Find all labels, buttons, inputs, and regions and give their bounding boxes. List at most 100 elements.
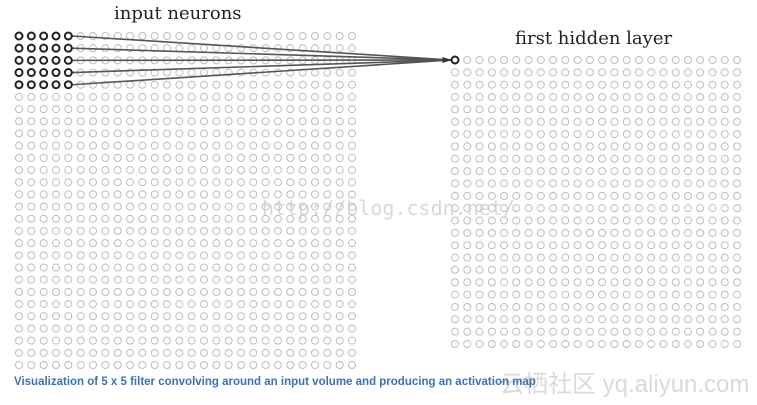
hidden-neuron [635,229,642,236]
input-neuron [114,118,121,125]
input-neuron [312,337,319,344]
input-neuron [312,362,319,369]
hidden-neuron [513,180,520,187]
input-neuron [238,179,245,186]
input-neuron [275,301,282,308]
input-neuron [238,33,245,40]
hidden-neuron [476,57,483,64]
receptive-field-neuron [40,81,47,88]
hidden-neuron [586,229,593,236]
hidden-neuron [525,217,532,224]
hidden-neuron [734,341,741,348]
input-neuron [77,288,84,295]
hidden-neuron [501,316,508,323]
hidden-neuron [537,328,544,335]
hidden-neuron [648,131,655,138]
hidden-neuron [537,254,544,261]
input-neuron [90,203,97,210]
input-neuron [127,179,134,186]
input-neuron [114,288,121,295]
hidden-neuron [513,328,520,335]
input-neuron [324,142,331,149]
hidden-neuron [709,242,716,249]
input-neuron [188,264,195,271]
input-neuron [188,325,195,332]
receptive-field-neuron [28,57,35,64]
hidden-neuron [550,81,557,88]
input-neuron [250,349,257,356]
input-neuron [275,142,282,149]
hidden-neuron [464,229,471,236]
input-neuron [225,349,232,356]
input-neuron [127,167,134,174]
input-neuron [16,106,23,113]
input-neuron [250,337,257,344]
hidden-neuron [586,143,593,150]
input-neuron [238,93,245,100]
hidden-neuron [709,217,716,224]
hidden-neuron [709,155,716,162]
input-neuron [287,33,294,40]
hidden-neuron [476,229,483,236]
hidden-neuron [648,106,655,113]
input-neuron [349,325,356,332]
input-neuron [324,313,331,320]
input-neuron [114,240,121,247]
hidden-neuron [672,57,679,64]
hidden-neuron [709,266,716,273]
input-neuron [176,264,183,271]
input-neuron [176,240,183,247]
input-neuron [139,337,146,344]
input-neuron [65,106,72,113]
hidden-neuron [660,291,667,298]
hidden-neuron [550,328,557,335]
hidden-neuron [599,94,606,101]
input-neuron [139,142,146,149]
input-neuron [213,215,220,222]
hidden-neuron [660,303,667,310]
input-neuron [238,81,245,88]
input-neuron [275,264,282,271]
input-neuron [262,252,269,259]
input-neuron [188,45,195,52]
input-neuron [90,179,97,186]
input-neuron [213,118,220,125]
input-neuron [201,313,208,320]
hidden-neuron [635,131,642,138]
input-neuron [188,276,195,283]
input-neuron [299,362,306,369]
input-neuron [312,179,319,186]
input-neuron [53,167,60,174]
hidden-neuron [611,81,618,88]
input-neuron [53,301,60,308]
hidden-neuron [734,229,741,236]
hidden-neuron [623,229,630,236]
input-neuron [275,288,282,295]
input-neuron [238,203,245,210]
hidden-neuron [611,229,618,236]
hidden-neuron [721,118,728,125]
hidden-neuron [599,155,606,162]
input-neuron [262,362,269,369]
hidden-neuron [525,168,532,175]
hidden-neuron [537,57,544,64]
hidden-neuron [734,131,741,138]
input-neuron [213,142,220,149]
hidden-neuron [574,242,581,249]
input-neuron [299,81,306,88]
input-neuron [164,203,171,210]
input-neuron [262,167,269,174]
hidden-neuron [660,192,667,199]
receptive-field-neuron [16,69,23,76]
input-neuron [77,142,84,149]
hidden-neuron [709,131,716,138]
input-neuron [262,301,269,308]
input-neuron [299,179,306,186]
input-neuron [114,362,121,369]
input-neuron [164,33,171,40]
input-neuron [213,191,220,198]
input-neuron [188,69,195,76]
hidden-neuron [599,69,606,76]
input-neuron [102,167,109,174]
hidden-neuron [550,94,557,101]
